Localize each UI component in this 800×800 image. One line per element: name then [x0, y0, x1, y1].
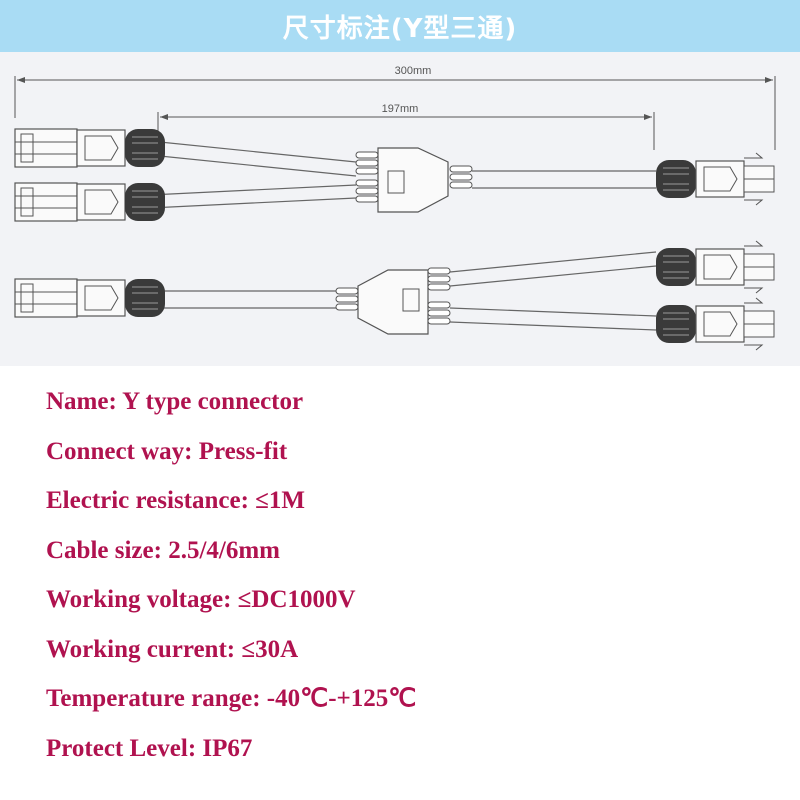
title-banner: 尺寸标注(Y型三通)	[0, 0, 800, 52]
spec-list: Name: Y type connector Connect way: Pres…	[46, 384, 416, 780]
spec-cable-size: Cable size: 2.5/4/6mm	[46, 536, 280, 564]
banner-title: 尺寸标注(Y型三通)	[282, 13, 518, 44]
male-connector-2	[655, 240, 775, 294]
spec-electric-resistance: Electric resistance: ≤1M	[46, 487, 305, 514]
female-connector-3	[14, 278, 166, 318]
y-connector-top	[14, 128, 775, 222]
male-connector-3	[655, 297, 775, 351]
overall-length-label: 300mm	[395, 65, 432, 77]
male-connector-1	[655, 152, 775, 206]
spec-working-current: Working current: ≤30A	[46, 635, 299, 663]
female-connector-1	[14, 128, 166, 168]
spec-protect-level: Protect Level: IP67	[46, 734, 253, 762]
spec-working-voltage: Working voltage: ≤DC1000V	[46, 586, 356, 613]
y-connector-bottom	[14, 240, 775, 351]
dimension-lines	[14, 76, 776, 150]
connector-drawing: 300mm 197mm	[14, 65, 776, 351]
female-connector-2	[14, 182, 166, 222]
dimension-diagram: 300mm 197mm	[0, 52, 800, 366]
branch-length-label: 197mm	[382, 103, 419, 115]
spec-temperature-range: Temperature range: -40℃-+125℃	[46, 685, 417, 712]
spec-name: Name: Y type connector	[46, 388, 304, 415]
spec-connect-way: Connect way: Press-fit	[46, 437, 288, 465]
